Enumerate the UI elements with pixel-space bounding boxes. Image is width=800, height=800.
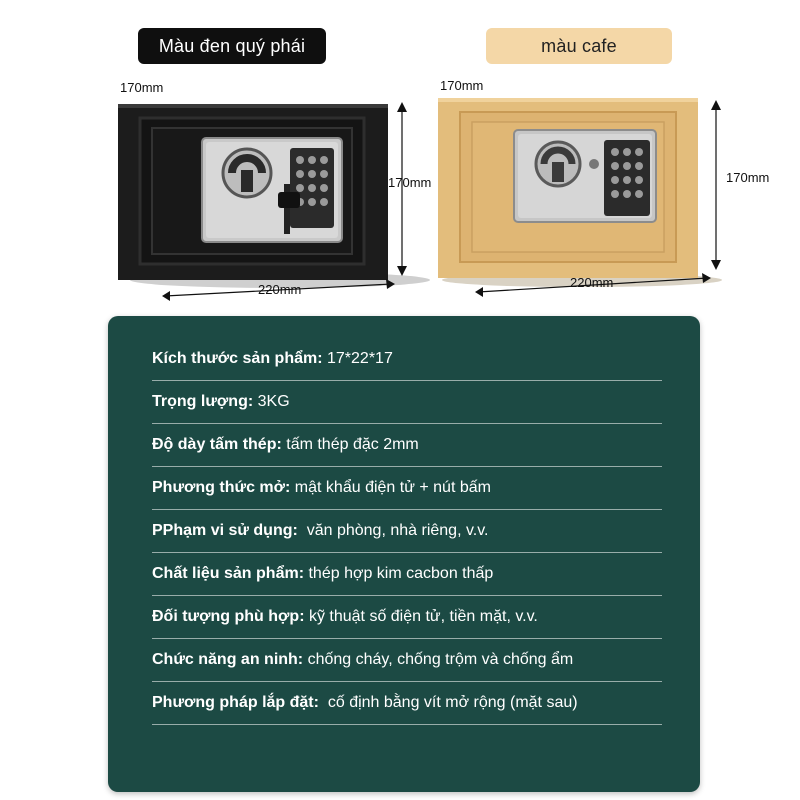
- black-safe-depth-label: 170mm: [120, 80, 164, 95]
- spec-label: Chất liệu sản phẩm:: [152, 565, 305, 582]
- spec-label: Kích thước sản phẩm:: [152, 350, 323, 367]
- color-option-cafe[interactable]: màu cafe: [486, 28, 672, 64]
- cafe-safe-height-label: 170mm: [726, 170, 770, 185]
- spec-value: 3KG: [253, 393, 290, 410]
- spec-row-thickness: Độ dày tấm thép: tấm thép đặc 2mm: [152, 424, 662, 467]
- cafe-safe-width-label: 220mm: [570, 275, 614, 290]
- cafe-safe-image: [438, 98, 722, 297]
- black-safe-width-label: 220mm: [258, 282, 302, 297]
- spec-row-usage: PPhạm vi sử dụng: văn phòng, nhà riêng, …: [152, 510, 662, 553]
- spec-value: thép hợp kim cacbon thấp: [304, 565, 494, 582]
- spec-label: Phương pháp lắp đặt:: [152, 694, 319, 711]
- spec-value: kỹ thuật số điện tử, tiền mặt, v.v.: [304, 608, 538, 625]
- cafe-safe-depth-label: 170mm: [440, 78, 484, 93]
- spec-label: Phương thức mở:: [152, 479, 291, 496]
- spec-panel: Kích thước sản phẩm: 17*22*17 Trọng lượn…: [108, 316, 700, 792]
- spec-value: 17*22*17: [322, 350, 393, 367]
- spec-row-opening-method: Phương thức mở: mật khẩu điện tử + nút b…: [152, 467, 662, 510]
- spec-row-material: Chất liệu sản phẩm: thép hợp kim cacbon …: [152, 553, 662, 596]
- black-safe-image: [118, 102, 430, 301]
- spec-row-size: Kích thước sản phẩm: 17*22*17: [152, 338, 662, 381]
- spec-label: Đối tượng phù hợp:: [152, 608, 305, 625]
- black-safe-height-label: 170mm: [388, 175, 432, 190]
- spec-value: tấm thép đặc 2mm: [281, 436, 419, 453]
- spec-value: mật khẩu điện tử + nút bấm: [290, 479, 491, 496]
- spec-row-security: Chức năng an ninh: chống cháy, chống trộ…: [152, 639, 662, 682]
- spec-value: cố định bằng vít mở rộng (mặt sau): [318, 694, 578, 711]
- spec-label: Độ dày tấm thép:: [152, 436, 282, 453]
- color-option-black[interactable]: Màu đen quý phái: [138, 28, 326, 64]
- spec-row-installation: Phương pháp lắp đặt: cố định bằng vít mở…: [152, 682, 662, 725]
- spec-label: Trọng lượng:: [152, 393, 254, 410]
- spec-row-suitable-items: Đối tượng phù hợp: kỹ thuật số điện tử, …: [152, 596, 662, 639]
- spec-value: văn phòng, nhà riêng, v.v.: [297, 522, 489, 539]
- spec-label: Chức năng an ninh:: [152, 651, 304, 668]
- spec-label: PPhạm vi sử dụng:: [152, 522, 298, 539]
- spec-value: chống cháy, chống trộm và chống ẩm: [303, 651, 574, 668]
- spec-row-weight: Trọng lượng: 3KG: [152, 381, 662, 424]
